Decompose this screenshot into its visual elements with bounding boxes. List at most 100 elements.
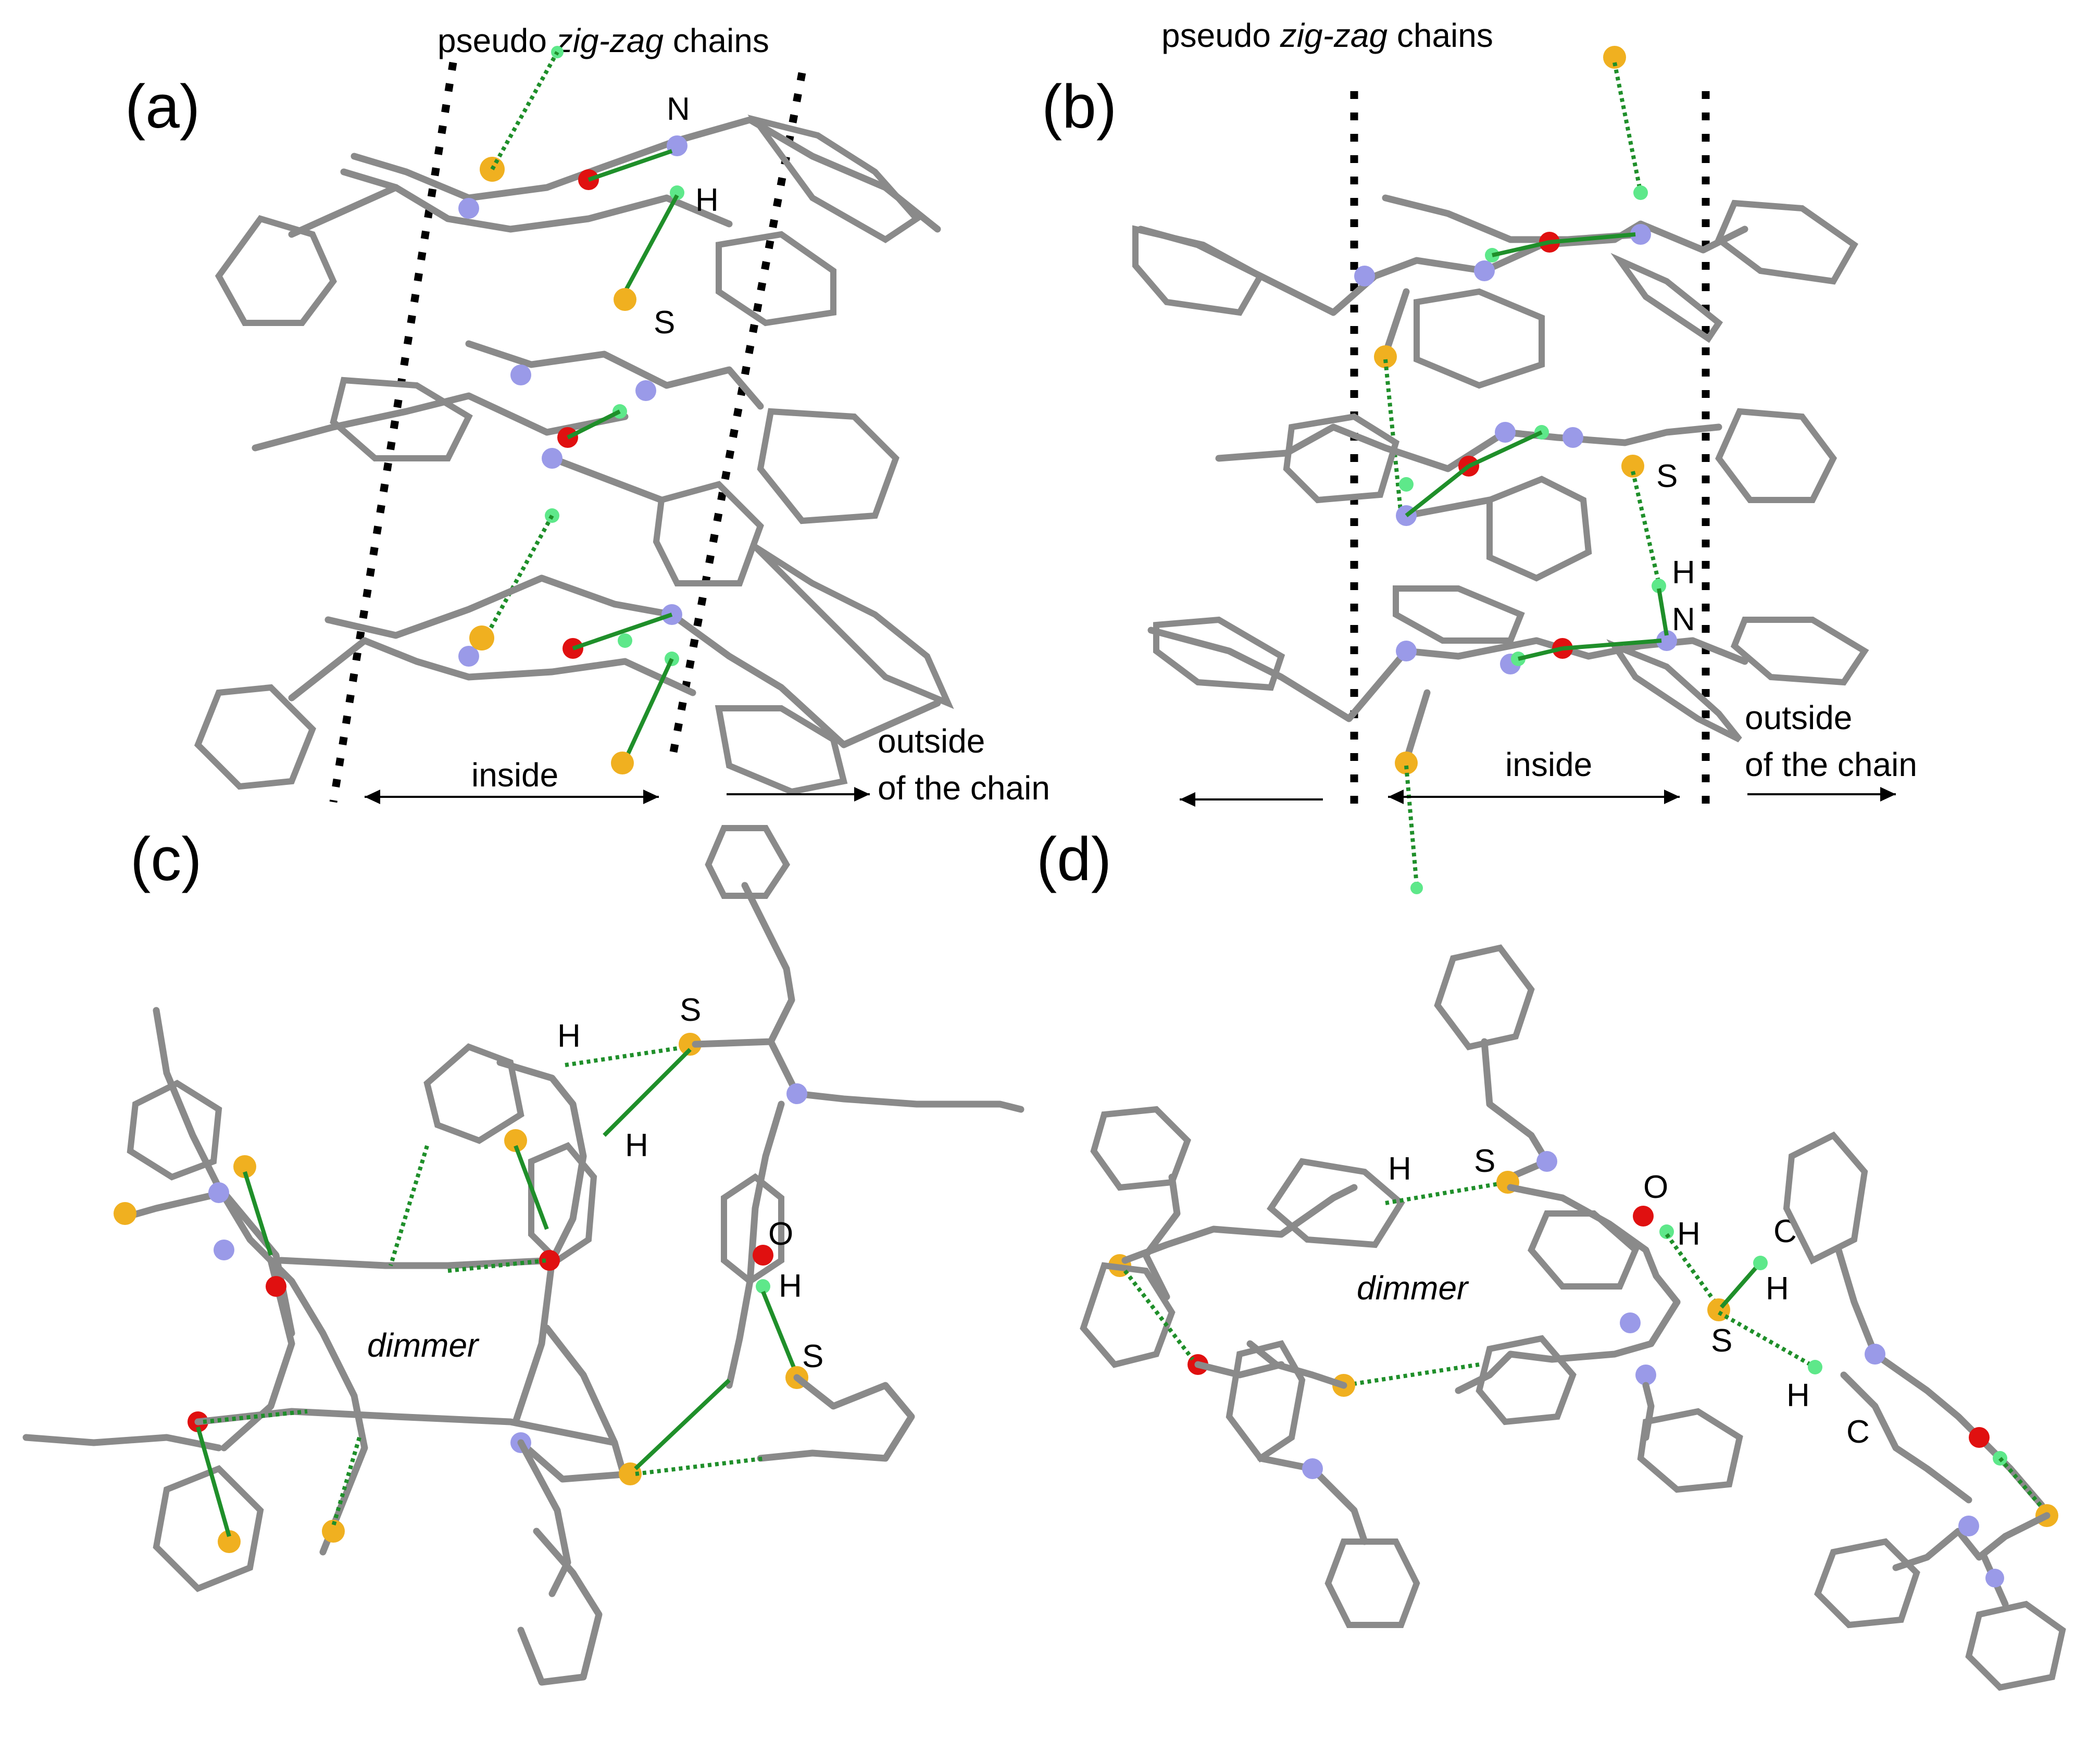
molecule-a1 [215, 46, 941, 327]
phenyl-ring [653, 481, 764, 586]
phenyl-ring [215, 215, 337, 326]
phenyl-ring [1610, 253, 1723, 343]
phenyl-ring [1814, 1538, 1920, 1629]
phenyl-ring [528, 1142, 597, 1265]
phenyl-ring [721, 1173, 784, 1285]
dimmer-label-c: dimmer [367, 1327, 480, 1364]
outside-label-a-line1: outside [878, 722, 985, 760]
inside-label-a: inside [471, 756, 558, 794]
hydrogen-bond [1613, 62, 1643, 193]
molecule-a2 [252, 340, 899, 631]
hydrogen-bond [1998, 1457, 2049, 1515]
panel-d: H S O H S C H H C [1080, 944, 2066, 1691]
phenyl-ring [1783, 1131, 1868, 1265]
atom-label-h-d3: H [1766, 1271, 1789, 1307]
phenyl-ring [1153, 616, 1285, 691]
hydrogen-bond [203, 1409, 308, 1424]
atom-label-c-d2: C [1846, 1414, 1870, 1450]
atom-label-h-d1: H [1388, 1151, 1411, 1187]
hydrogen-bond [1718, 1310, 1816, 1369]
hydrogen-bond [1404, 765, 1419, 886]
phenyl-ring [127, 1080, 222, 1181]
molecule-b1 [1132, 185, 1858, 516]
phenyl-ring [1267, 1158, 1405, 1248]
atom-label-o-c: O [768, 1216, 793, 1252]
atom-label-n-b: N [1672, 602, 1695, 637]
atom-label-h-a: H [695, 182, 719, 218]
molecule-b3 [1147, 579, 1869, 894]
phenyl-ring [1606, 639, 1742, 743]
phenyl-ring [1283, 413, 1400, 504]
phenyl-ring [753, 544, 954, 709]
hydrogen-bond [1631, 471, 1661, 584]
phenyl-ring [423, 1043, 524, 1144]
atom-label-h-b: H [1672, 555, 1695, 591]
atom-label-h-c1: H [557, 1018, 581, 1054]
panel-c: H S H O H S dimmer [22, 825, 1024, 1686]
phenyl-ring [1226, 1340, 1306, 1463]
hydrogen-bond [635, 1456, 766, 1476]
atom-label-h-d4: H [1786, 1378, 1810, 1413]
chain-boundary-left-a [329, 61, 457, 803]
phenyl-ring [1486, 476, 1592, 582]
atom-label-s-c1: S [680, 992, 701, 1028]
panel-b: pseudo zig-zag chains [1132, 17, 1917, 894]
atom-label-h-d2: H [1677, 1216, 1701, 1252]
zigzag-caption-a: pseudo zig-zag chains [438, 22, 769, 59]
phenyl-ring [1637, 1408, 1743, 1493]
phenyl-ring [1324, 1538, 1420, 1628]
atom-label-s-d2: S [1711, 1323, 1732, 1359]
atom-label-o-d: O [1643, 1169, 1668, 1205]
inside-label-b: inside [1505, 746, 1592, 783]
atom-label-h-c3: H [779, 1268, 802, 1304]
zigzag-caption-b: pseudo zig-zag chains [1161, 17, 1493, 54]
phenyl-ring [1730, 617, 1869, 686]
phenyl-ring [1715, 199, 1858, 285]
panel-label-d: (d) [1036, 825, 1111, 894]
phenyl-ring [330, 377, 473, 461]
hydrogen-bond [490, 51, 559, 170]
panel-label-a: (a) [125, 72, 200, 141]
phenyl-ring [1434, 944, 1535, 1050]
panel-a: pseudo zig-zag chains N H S [194, 22, 1050, 807]
atom-label-s-d1: S [1474, 1143, 1495, 1179]
hydrogen-bond [565, 1045, 688, 1067]
phenyl-ring [715, 705, 848, 795]
hydrogen-bond [488, 515, 554, 631]
hydrogen-bond [1385, 1180, 1508, 1205]
phenyl-ring [153, 1465, 264, 1593]
phenyl-ring [194, 684, 317, 790]
phenyl-ring [747, 115, 922, 244]
hydrogen-bond [1343, 1362, 1480, 1387]
phenyl-ring [716, 231, 836, 327]
panel-label-c: (c) [130, 825, 202, 894]
phenyl-ring [1132, 225, 1265, 316]
phenyl-ring [1528, 1210, 1640, 1290]
phenyl-ring [1715, 408, 1838, 503]
phenyl-ring [705, 825, 791, 899]
chain-boundary-right-a [668, 72, 806, 761]
hydrogen-bond [331, 1436, 361, 1527]
atom-label-s-c2: S [802, 1338, 823, 1374]
hydrogen-bond [389, 1145, 429, 1267]
phenyl-ring [757, 408, 899, 524]
outside-label-b-line1: outside [1745, 699, 1852, 736]
phenyl-ring [1080, 1262, 1176, 1368]
panel-label-b: (b) [1042, 72, 1117, 141]
phenyl-ring [1965, 1600, 2066, 1691]
outside-label-b-line2: of the chain [1745, 746, 1917, 783]
molecule-a3 [194, 544, 954, 795]
dimmer-label-d: dimmer [1357, 1269, 1469, 1307]
outside-label-a-line2: of the chain [878, 769, 1050, 807]
hydrogen-bond [1665, 1233, 1721, 1309]
atom-label-s-b: S [1656, 458, 1678, 494]
atom-label-s-a: S [654, 305, 675, 341]
hydrogen-bond [447, 1258, 547, 1273]
phenyl-ring [1476, 1335, 1577, 1425]
atom-label-n-a: N [667, 91, 690, 127]
molecule-b2 [1215, 408, 1838, 584]
phenyl-ring [1393, 585, 1525, 644]
atom-label-h-c2: H [625, 1128, 648, 1163]
phenyl-ring [1414, 288, 1545, 389]
